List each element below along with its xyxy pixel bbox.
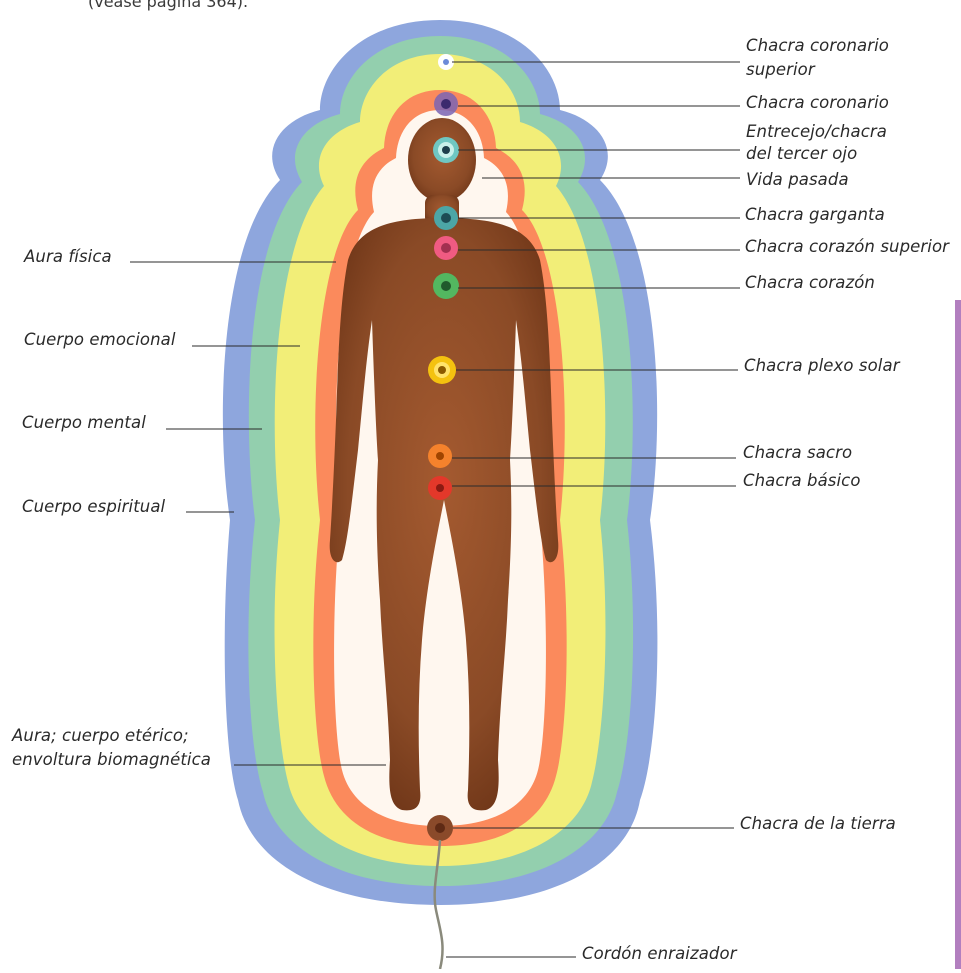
- label-cordon: Cordón enraizador: [582, 943, 737, 965]
- label-cuerpo-espiritual: Cuerpo espiritual: [22, 496, 165, 518]
- label-garganta: Chacra garganta: [745, 204, 885, 226]
- label-plexo-solar: Chacra plexo solar: [744, 355, 900, 377]
- label-cuerpo-emocional: Cuerpo emocional: [24, 329, 176, 351]
- label-cuerpo-mental: Cuerpo mental: [22, 412, 146, 434]
- chakra-garganta: [434, 206, 458, 230]
- label-entrecejo-line2: del tercer ojo: [746, 143, 857, 165]
- label-tierra: Chacra de la tierra: [740, 813, 896, 835]
- label-basico: Chacra básico: [743, 470, 861, 492]
- chakra-tierra: [427, 815, 453, 841]
- chakra-corazon: [433, 273, 459, 299]
- label-coronario-superior-line2: superior: [746, 59, 815, 81]
- header-fragment: (véase página 364).: [88, 0, 248, 11]
- label-sacro: Chacra sacro: [743, 442, 852, 464]
- label-corazon: Chacra corazón: [745, 272, 875, 294]
- label-corazon-superior: Chacra corazón superior: [745, 236, 949, 258]
- label-aura-eterica-line2: envoltura biomagnética: [12, 749, 211, 771]
- chakra-sacro: [428, 444, 452, 468]
- chakra-tercer-ojo: [433, 137, 459, 163]
- label-aura-fisica: Aura física: [24, 246, 112, 268]
- label-entrecejo-line1: Entrecejo/chacra: [746, 121, 887, 143]
- chakra-coronario: [434, 92, 458, 116]
- chakra-corazon-superior: [434, 236, 458, 260]
- chakra-basico: [428, 476, 452, 500]
- chakra-coronario-superior: [438, 54, 454, 70]
- page-edge-bar: [955, 300, 961, 969]
- label-aura-eterica-line1: Aura; cuerpo etérico;: [12, 725, 189, 747]
- label-coronario: Chacra coronario: [746, 92, 889, 114]
- label-coronario-superior-line1: Chacra coronario: [746, 35, 889, 57]
- label-vida-pasada: Vida pasada: [746, 169, 849, 191]
- chakra-plexo-solar: [428, 356, 456, 384]
